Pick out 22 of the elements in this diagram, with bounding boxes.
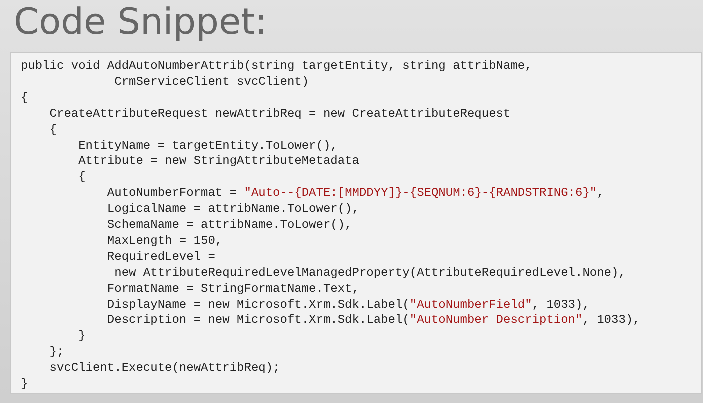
code-line: } — [78, 329, 86, 344]
code-line: FormatName = StringFormatName.Text, — [106, 282, 360, 297]
code-line: AutoNumberFormat = "Auto--{DATE:[MMDDYY]}-{SEQNUM:6}-{RANDSTRING:6}", — [106, 186, 604, 202]
code-line: { — [78, 170, 86, 186]
code-line: EntityName = targetEntity.ToLower(), — [78, 138, 338, 154]
code-line: DisplayName = new Microsoft.Xrm.Sdk.Label("AutoNumberField", 1033), — [106, 298, 590, 312]
code-line: SchemaName = attribName.ToLower(), — [106, 218, 352, 233]
code-line: Attribute = new StringAttributeMetadata — [78, 154, 360, 170]
code-line: CreateAttributeRequest newAttribReq = new CreateAttributeRequest — [48, 106, 511, 122]
code-line: { — [21, 90, 28, 106]
code-line: RequiredLevel = — [106, 250, 216, 265]
code-line: MaxLength = 150, — [106, 234, 223, 249]
code-line: CrmServiceClient svcClient) — [114, 74, 310, 90]
code-line: } — [21, 377, 28, 392]
code-line: new AttributeRequiredLevelManagedProperty(AttributeRequiredLevel.None), — [114, 266, 626, 281]
code-line: svcClient.Execute(newAttribReq); — [48, 361, 280, 376]
code-line: }; — [48, 345, 64, 360]
code-line: public void AddAutoNumberAttrib(string targetEntity, string attribName, — [21, 59, 532, 74]
slide-title: Code Snippet: — [14, 1, 268, 45]
code-line: LogicalName = attribName.ToLower(), — [106, 202, 360, 218]
code-line: Description = new Microsoft.Xrm.Sdk.Label("AutoNumber Description", 1033), — [106, 313, 640, 328]
code-line: { — [48, 122, 58, 138]
